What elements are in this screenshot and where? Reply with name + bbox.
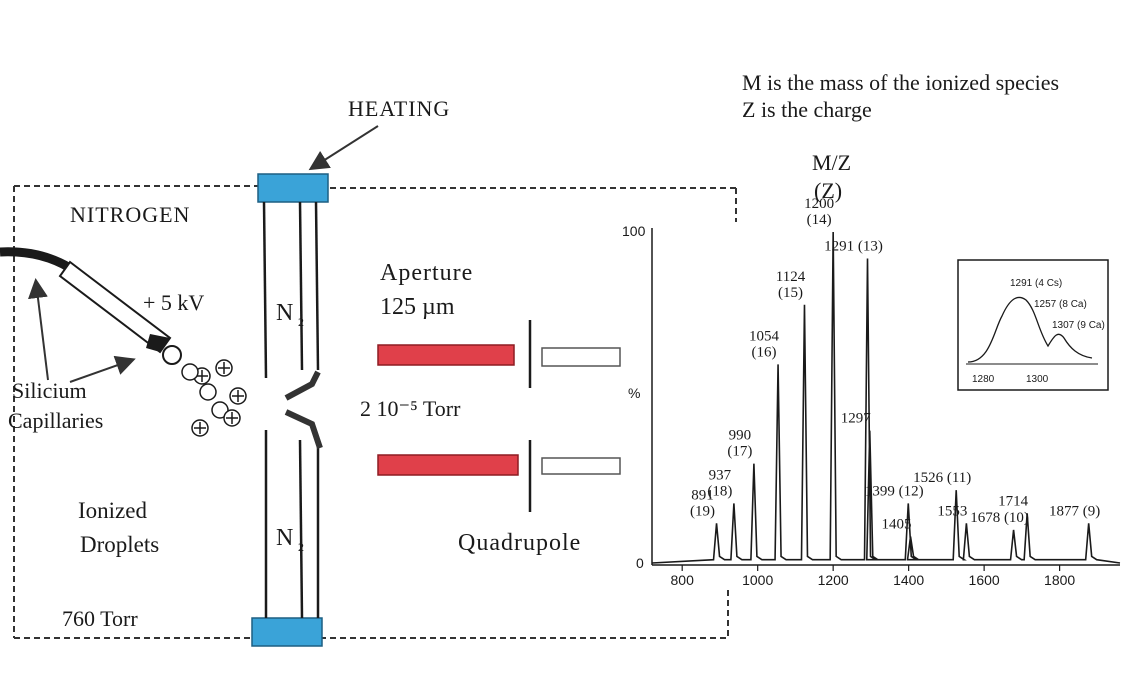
inset-tick-1300: 1300 xyxy=(1026,374,1049,385)
silicium-arrow-2 xyxy=(69,355,136,383)
ion-positive-icon xyxy=(229,387,247,405)
quadrupole-rod-upper xyxy=(377,344,515,366)
inset-label-2: 1257 (8 Ca) xyxy=(1034,299,1087,310)
inset-label-3: 1307 (9 Ca) xyxy=(1052,320,1105,331)
detector-upper xyxy=(541,347,621,367)
x-tick-label: 1600 xyxy=(969,572,1000,588)
inset-tick-1280: 1280 xyxy=(972,374,995,385)
ion-positive-icon xyxy=(191,419,209,437)
heater-bottom xyxy=(251,617,323,647)
x-tick-label: 1400 xyxy=(893,572,924,588)
aperture-size-label: 125 µm xyxy=(380,294,455,320)
x-tick-label: 1800 xyxy=(1044,572,1075,588)
detector-lower xyxy=(541,457,621,475)
x-tick-label: 1000 xyxy=(742,572,773,588)
inset-trace xyxy=(967,296,1093,363)
peak-label: 1526 (11) xyxy=(913,470,971,486)
peak-label: 1405 xyxy=(882,517,912,533)
silicium-label: Silicium xyxy=(12,378,87,403)
capillary-tube xyxy=(0,247,73,272)
peak-label: 1291 (13) xyxy=(824,238,883,254)
spectrum-trace xyxy=(651,231,1121,564)
n2-sub-lower: 2 xyxy=(298,540,304,554)
peak-labels: 891(19)937(18) 990(17) 1054(16) 1124(15) 120… xyxy=(690,196,1100,533)
droplet xyxy=(162,345,182,365)
silicium-arrow-1 xyxy=(28,278,49,381)
nitrogen-tube-upper xyxy=(262,201,320,379)
peak-label: 1054(16) xyxy=(749,328,780,360)
ion-positive-icon xyxy=(223,409,241,427)
ion-positive-icon xyxy=(215,359,233,377)
peak-label: 1399 (12) xyxy=(865,483,924,499)
peak-label: 990(17) xyxy=(727,428,752,460)
ion-neutral-icon xyxy=(211,401,229,419)
peak-label: 1714 xyxy=(998,493,1029,509)
dashed-enclosure xyxy=(13,185,737,639)
heating-arrow xyxy=(308,125,379,171)
y-axis-label: % xyxy=(628,385,640,401)
chart-title-mz: M/Z xyxy=(812,150,851,175)
x-tick-label: 800 xyxy=(671,572,695,588)
peak-label: 1553 xyxy=(937,503,967,519)
peak-label: 937(18) xyxy=(707,467,732,499)
vacuum-pressure-label: 2 10⁻⁵ Torr xyxy=(360,396,461,421)
heating-label: HEATING xyxy=(348,96,450,121)
peak-label: 1297 xyxy=(841,411,872,427)
chart-title-z: (Z) xyxy=(814,178,842,203)
nitrogen-tube-lower xyxy=(264,430,320,619)
peak-label: 891(19) xyxy=(690,487,715,519)
nitrogen-label: NITROGEN xyxy=(70,202,190,227)
peak-label: 1200(14) xyxy=(804,196,834,228)
y-tick-0: 0 xyxy=(636,555,644,571)
y-tick-100: 100 xyxy=(622,223,646,239)
legend-charge: Z is the charge xyxy=(742,97,872,122)
n2-sub-upper: 2 xyxy=(298,315,304,329)
n2-label-lower: N xyxy=(276,525,293,551)
n2-label-upper: N xyxy=(276,300,293,326)
peak-label: 1124(15) xyxy=(776,269,806,301)
capillary-needle xyxy=(58,260,172,354)
ion-cloud xyxy=(181,359,247,437)
legend-mass: M is the mass of the ionized species xyxy=(742,70,1059,95)
ion-positive-icon xyxy=(181,363,199,381)
ionized-label: Ionized xyxy=(78,498,147,523)
quadrupole-rod-lower xyxy=(377,454,519,476)
nozzle xyxy=(284,370,323,449)
quadrupole-label: Quadrupole xyxy=(458,530,581,556)
voltage-label: + 5 kV xyxy=(143,290,204,315)
x-ticks: 800 1000 1200 1400 1600 1800 xyxy=(671,565,1075,588)
inset-label-1: 1291 (4 Cs) xyxy=(1010,278,1062,289)
pressure-atm-label: 760 Torr xyxy=(62,606,138,631)
peak-label: 1877 (9) xyxy=(1049,503,1100,519)
peak-label: 1678 (10) xyxy=(970,510,1029,526)
droplets-label: Droplets xyxy=(80,532,159,557)
aperture-label: Aperture xyxy=(380,260,473,286)
heater-top xyxy=(257,173,329,203)
x-tick-label: 1200 xyxy=(818,572,849,588)
capillaries-label: Capillaries xyxy=(8,408,103,433)
ion-neutral-icon xyxy=(199,383,217,401)
inset-panel: 1291 (4 Cs) 1257 (8 Ca) 1307 (9 Ca) 1280… xyxy=(957,259,1109,391)
